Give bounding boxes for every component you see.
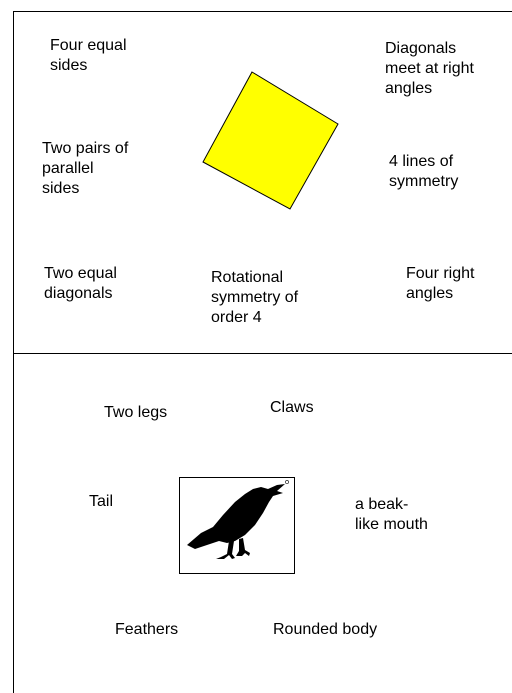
label-tail: Tail — [89, 493, 114, 510]
label-rotational-symmetry: Rotational symmetry of order 4 — [211, 269, 299, 326]
label-beak: a beak- like mouth — [355, 496, 428, 533]
label-diagonals-right-angles: Diagonals meet at right angles — [385, 40, 474, 97]
label-right-angles: Four right angles — [406, 265, 475, 302]
bird-icon — [179, 477, 295, 574]
label-four-equal-sides: Four equal sides — [50, 37, 127, 74]
label-feathers: Feathers — [115, 621, 179, 638]
label-lines-of-symmetry: 4 lines of symmetry — [389, 153, 459, 190]
label-claws: Claws — [270, 399, 314, 416]
yellow-square — [202, 71, 339, 210]
label-rounded-body: Rounded body — [273, 621, 378, 638]
bird-features-panel — [13, 353, 512, 693]
label-two-legs: Two legs — [104, 404, 168, 421]
label-parallel-sides: Two pairs of parallel sides — [42, 140, 129, 197]
label-equal-diagonals: Two equal diagonals — [44, 265, 117, 302]
